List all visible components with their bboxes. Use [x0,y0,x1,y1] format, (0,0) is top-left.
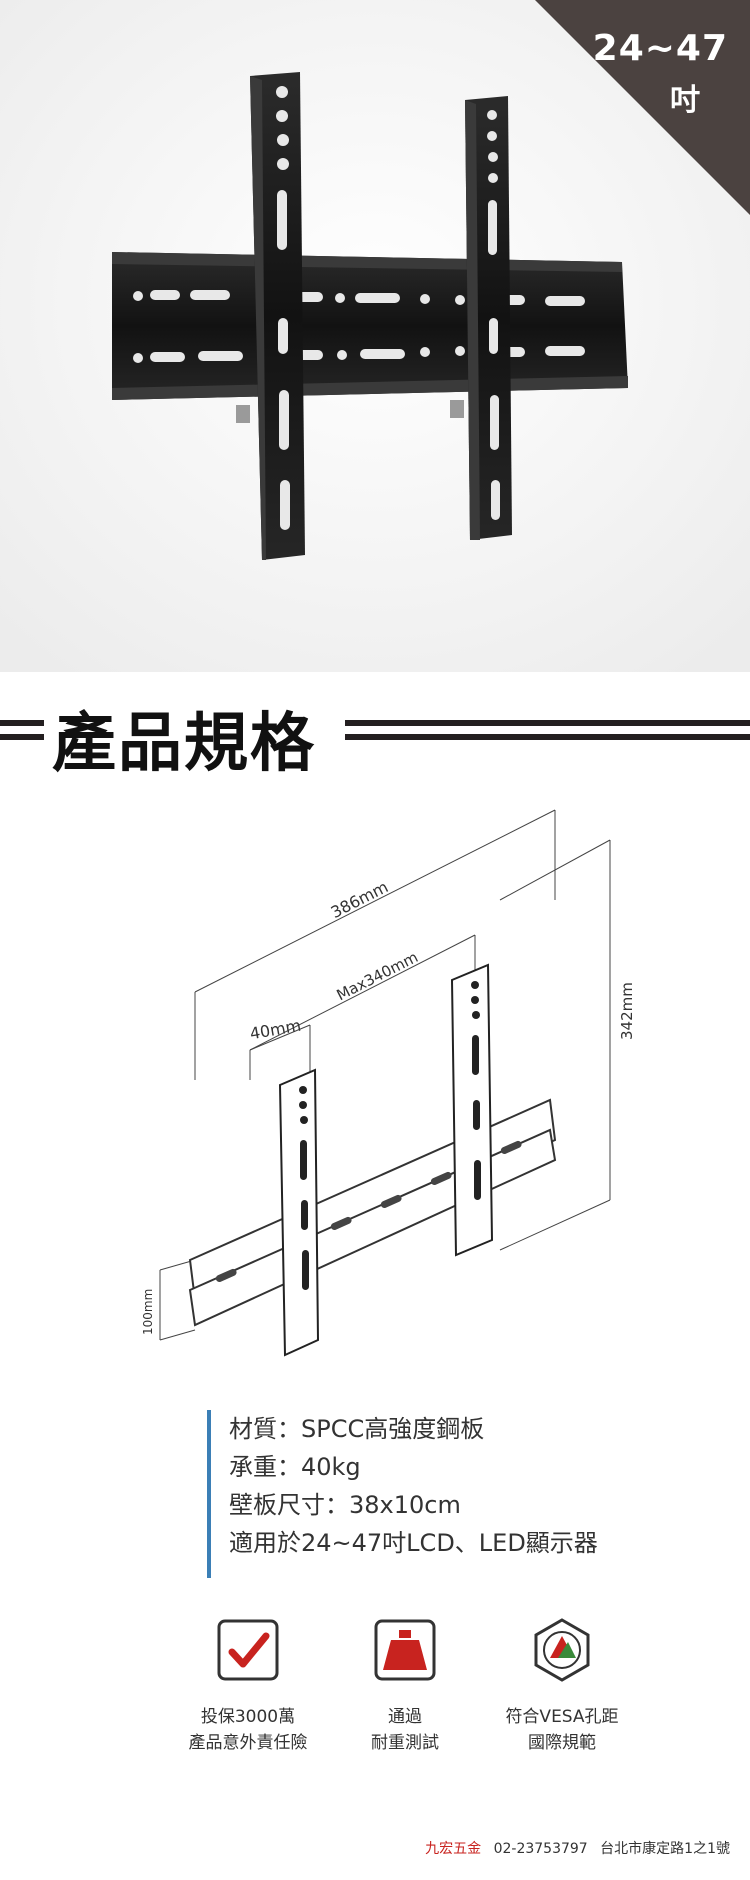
label-342: 342mm [618,982,636,1040]
feature-vesa-line1: 符合VESA孔距 [505,1707,619,1727]
section-title: 產品規格 [52,707,316,781]
footer-address: 台北市康定路1之1號 [600,1841,730,1857]
left-bar-bottom [0,734,44,740]
right-bar-bottom [345,734,750,740]
feature-insurance-line1: 投保3000萬 [200,1707,296,1727]
spec-material: 材質：SPCC高強度鋼板 [229,1415,485,1443]
spec-list: 材質：SPCC高強度鋼板 承重：40kg 壁板尺寸：38x10cm 適用於24~… [207,1410,687,1578]
dim-line-386 [194,809,556,993]
dim-line-40 [249,1024,311,1051]
left-arm-outline [278,1068,320,1357]
weight-icon [374,1619,436,1681]
feature-vesa-line2: 國際規範 [528,1733,596,1753]
dim-line-340 [249,934,476,1051]
feature-weight-line2: 耐重測試 [371,1733,439,1753]
size-badge: 24~47 吋 [535,0,750,215]
feature-insurance: 投保3000萬 產品意外責任險 [148,1618,348,1756]
label-100: 100mm [141,1289,155,1335]
feature-weight-test: 通過 耐重測試 [305,1618,505,1756]
badge-unit: 吋 [670,83,700,118]
badge-triangle [535,0,750,215]
spec-compatibility: 適用於24~47吋LCD、LED顯示器 [229,1529,598,1557]
feature-row: 投保3000萬 產品意外責任險 通過 耐重測試 符合VESA孔距 國際規範 [0,1618,750,1768]
right-bar-top [345,720,750,726]
spec-header-bars [0,690,750,775]
label-386: 386mm [328,877,392,922]
feature-weight-line1: 通過 [388,1707,422,1727]
spec-plate-size: 壁板尺寸：38x10cm [229,1491,461,1519]
spec-load: 承重：40kg [229,1453,361,1481]
label-340: Max340mm [334,948,421,1004]
dimension-diagram: 386mm Max340mm 40mm 342mm 100mm [141,809,636,1357]
badge-size: 24~47 [592,28,728,69]
feature-vesa: 符合VESA孔距 國際規範 [462,1618,662,1756]
left-bar-top [0,720,44,726]
vesa-seal-icon [534,1618,590,1682]
product-photo [0,0,750,672]
checkmark-icon [217,1619,279,1681]
footer-brand: 九宏五金 [425,1841,482,1857]
footer: 九宏五金 02-23753797 台北市康定路1之1號 [425,1838,730,1858]
right-arm-outline [450,963,494,1257]
footer-phone: 02-23753797 [493,1841,588,1857]
feature-insurance-line2: 產品意外責任險 [188,1733,308,1753]
